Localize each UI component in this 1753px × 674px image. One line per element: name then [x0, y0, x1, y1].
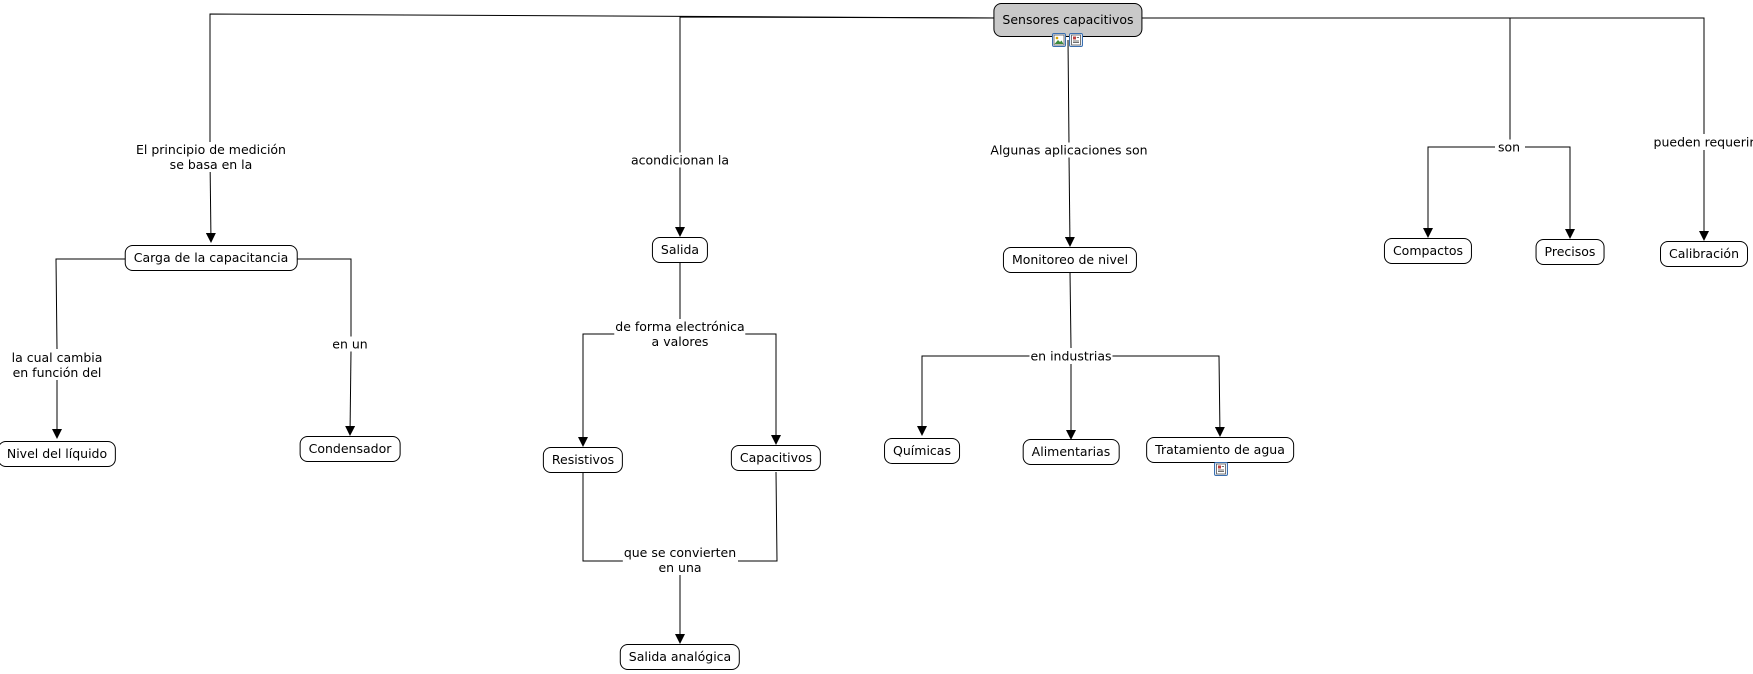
link-cambia: la cual cambia en función del	[10, 350, 104, 380]
connector-root-son	[1138, 17, 1511, 146]
concept-tratamiento-agua[interactable]: Tratamiento de agua	[1146, 437, 1294, 463]
concept-monitoreo-nivel[interactable]: Monitoreo de nivel	[1002, 247, 1138, 273]
concept-precisos[interactable]: Precisos	[1535, 239, 1605, 265]
connector-carga-cambia	[55, 258, 130, 350]
connector-root-aplicaciones	[1067, 39, 1070, 146]
concept-calibracion[interactable]: Calibración	[1660, 241, 1748, 267]
concept-condensador[interactable]: Condensador	[299, 436, 401, 462]
link-forma: de forma electrónica a valores	[614, 319, 746, 349]
concept-resistivos[interactable]: Resistivos	[542, 447, 624, 473]
connector-root-principio	[209, 13, 999, 150]
connector-industrias-quimicas	[917, 355, 1031, 436]
connector-son-precisos	[1525, 146, 1575, 239]
connector-enun-condensador	[345, 350, 356, 436]
link-principio: El principio de medición se basa en la	[135, 142, 287, 172]
concept-nivel-liquido[interactable]: Nivel del líquido	[0, 441, 117, 467]
concept-alimentarias[interactable]: Alimentarias	[1022, 439, 1120, 465]
concept-salida-analogica[interactable]: Salida analógica	[619, 644, 741, 670]
document-icon[interactable]	[1069, 33, 1083, 47]
connector-forma-resistivos	[578, 333, 617, 447]
image-icon[interactable]	[1052, 33, 1066, 47]
connector-carga-enun	[293, 258, 352, 337]
connector-monitoreo-industrias	[1069, 271, 1072, 349]
concept-carga-capacitancia[interactable]: Carga de la capacitancia	[124, 245, 298, 271]
link-industrias: en industrias	[1029, 348, 1113, 364]
connector-forma-capacitivos	[742, 333, 781, 445]
connector-root-pueden	[1138, 17, 1705, 134]
connector-industrias-tratamiento	[1111, 355, 1225, 437]
concept-salida[interactable]: Salida	[651, 237, 709, 263]
connector-capacitivos-convierten	[738, 471, 778, 562]
concept-sensores-capacitivos[interactable]: Sensores capacitivos	[993, 3, 1143, 37]
concept-compactos[interactable]: Compactos	[1383, 238, 1473, 264]
connector-root-acondicionan	[679, 16, 999, 155]
connector-resistivos-convierten	[582, 472, 624, 562]
link-pueden: pueden requerir	[1652, 134, 1753, 150]
link-son: son	[1496, 139, 1522, 155]
link-aplicaciones: Algunas aplicaciones son	[989, 142, 1149, 158]
concept-quimicas[interactable]: Químicas	[884, 438, 960, 464]
link-en-un: en un	[331, 336, 369, 352]
concept-capacitivos[interactable]: Capacitivos	[730, 445, 822, 471]
connector-aplicaciones-monitoreo	[1064, 154, 1075, 247]
connector-principio-carga	[205, 157, 216, 243]
link-convierten: que se convierten en una	[622, 545, 738, 575]
link-acondicionan: acondicionan la	[629, 152, 731, 168]
connector-son-compactos	[1423, 146, 1495, 238]
document-icon[interactable]	[1214, 462, 1228, 476]
